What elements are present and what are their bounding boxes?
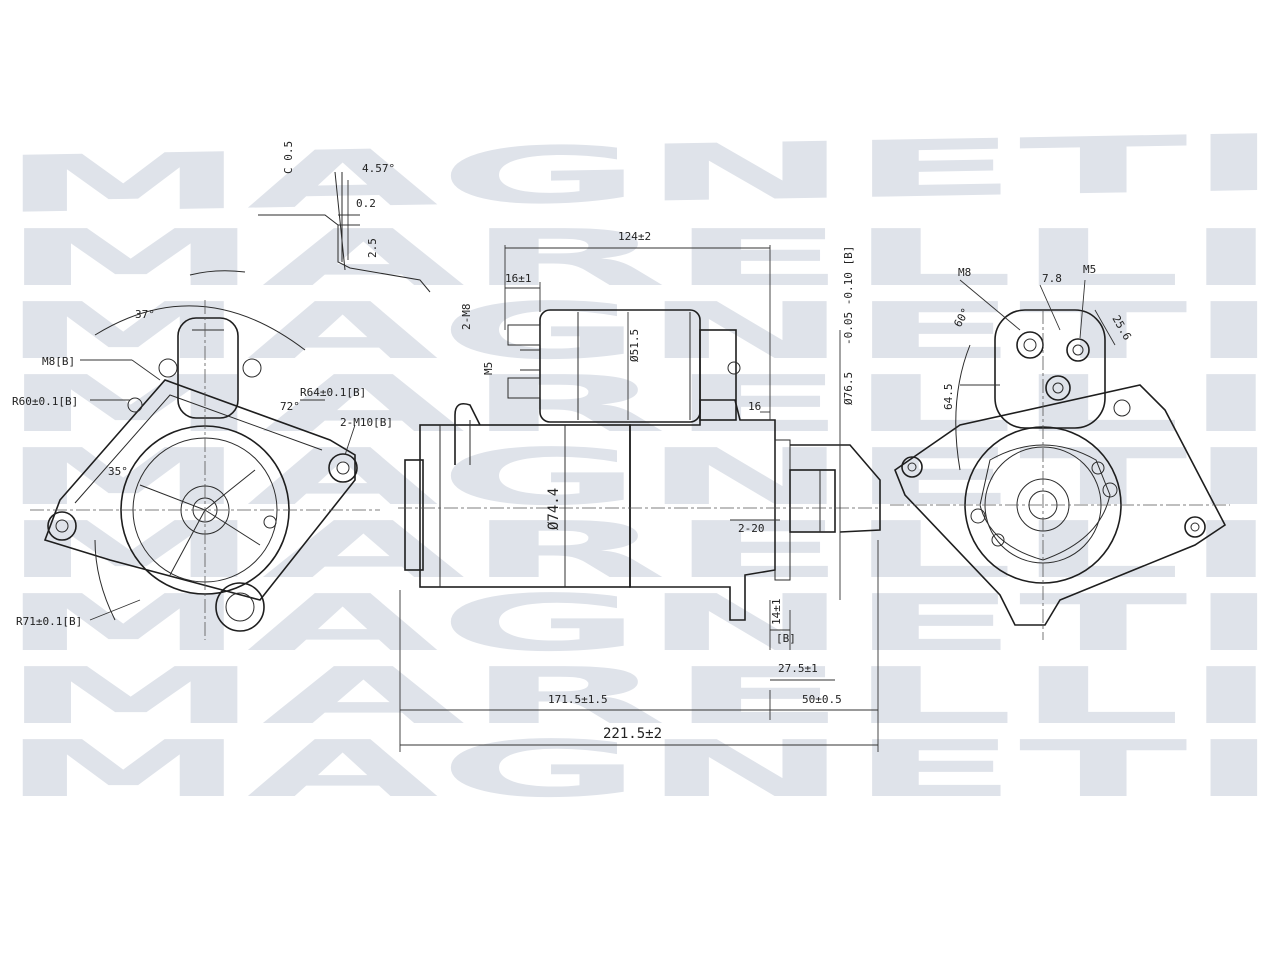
- watermark-row-8: MARELLI: [0, 652, 1280, 742]
- side-dim-124: 124±2: [618, 230, 651, 243]
- front-view: 37° M8[B] R60±0.1[B] 72° R64±0.1[B] 2-M1…: [12, 270, 393, 640]
- side-dim-765: Ø76.5: [842, 372, 855, 405]
- watermark-row-1: MAGNETI: [0, 119, 1280, 231]
- side-dim-2215: 221.5±2: [603, 726, 662, 742]
- detail-dim-25: 2.5: [366, 238, 379, 258]
- side-dim-220: 2-20: [738, 522, 765, 535]
- rear-label-m5: M5: [1083, 263, 1096, 276]
- side-dim-1715: 171.5±1.5: [548, 693, 608, 706]
- side-dim-275: 27.5±1: [778, 662, 818, 675]
- side-dim-765-tol: -0.05 -0.10 [B]: [842, 246, 855, 345]
- side-dim-16top: 16±1: [505, 272, 532, 285]
- rear-label-m8: M8: [958, 266, 971, 279]
- watermark-row-9: MAGNETI: [0, 725, 1280, 815]
- watermark-row-2: MARELLI: [0, 214, 1280, 304]
- front-angle-top: 37°: [135, 308, 155, 321]
- detail-dim-02: 0.2: [356, 197, 376, 210]
- watermark-row-3: MAGNETI: [0, 287, 1280, 377]
- rear-dim-78: 7.8: [1042, 272, 1062, 285]
- side-dim-515: Ø51.5: [628, 329, 641, 362]
- side-label-2m8: 2-M8: [460, 304, 473, 331]
- watermark-row-6: MARELLI: [0, 506, 1280, 596]
- side-dim-b: [B]: [776, 632, 796, 645]
- side-view: 124±2 16±1 2-M8 M5 Ø51.5 Ø76.5 -0.05 -0.…: [398, 230, 881, 752]
- side-label-m5: M5: [482, 362, 495, 375]
- front-angle-35: 35°: [108, 465, 128, 478]
- rear-dim-645: 64.5: [942, 384, 955, 411]
- side-dim-16: 16: [748, 400, 761, 413]
- detail-angle-label: 4.57°: [362, 162, 395, 175]
- chamfer-detail: 4.57° C 0.5 0.2 2.5: [258, 141, 431, 293]
- front-label-r71: R71±0.1[B]: [16, 615, 82, 628]
- front-label-r60: R60±0.1[B]: [12, 395, 78, 408]
- detail-note-label: C 0.5: [282, 141, 295, 174]
- side-dim-14: 14±1: [770, 599, 783, 626]
- front-label-m8: M8[B]: [42, 355, 75, 368]
- front-angle-72: 72°: [280, 400, 300, 413]
- front-label-2m10: 2-M10[B]: [340, 416, 393, 429]
- side-dim-505: 50±0.5: [802, 693, 842, 706]
- watermark-row-4: MARELLI: [0, 360, 1280, 450]
- side-dim-744: Ø74.4: [546, 488, 562, 530]
- watermark: MAGNETI MARELLI MAGNETI MARELLI MAGNETI …: [0, 119, 1280, 815]
- front-label-r64: R64±0.1[B]: [300, 386, 366, 399]
